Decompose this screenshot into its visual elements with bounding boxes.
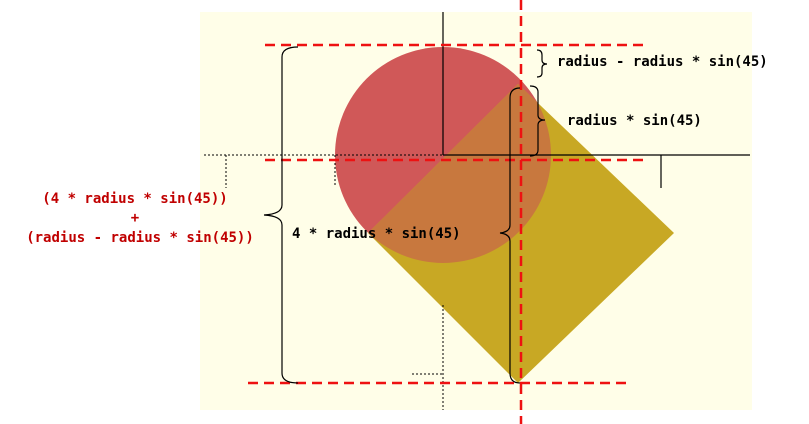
brace-top-gap	[536, 49, 548, 78]
red-guides	[248, 0, 648, 424]
brace-square-height	[499, 87, 521, 384]
brace-total-height	[263, 46, 299, 384]
brace-half-height	[529, 85, 546, 157]
construction-lines	[442, 12, 750, 188]
label-square-height: 4 * radius * sin(45)	[292, 226, 461, 242]
label-total-plus: +	[131, 210, 139, 226]
label-top-gap: radius - radius * sin(45)	[557, 54, 768, 70]
label-total-line2: (radius - radius * sin(45))	[26, 230, 254, 246]
label-total-line1: (4 * radius * sin(45))	[42, 191, 227, 207]
label-half-height: radius * sin(45)	[567, 113, 702, 129]
